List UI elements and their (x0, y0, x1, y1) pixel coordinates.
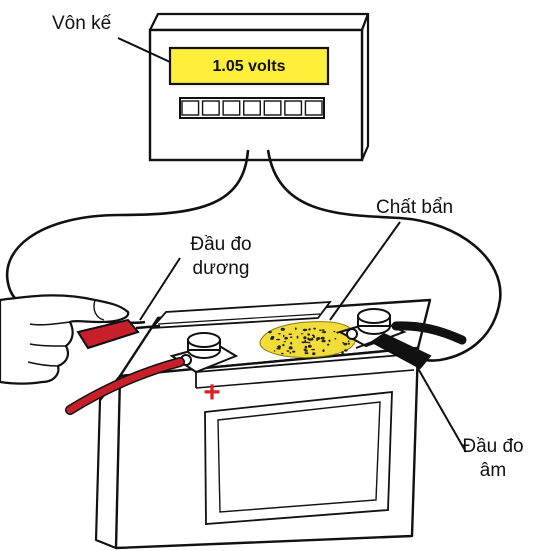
dirt-speck (288, 334, 292, 335)
voltmeter (150, 14, 368, 160)
dirt-speck (308, 342, 310, 344)
dirt-speck (305, 350, 308, 352)
dirt-speck (322, 340, 326, 343)
dirt-speck (274, 350, 276, 351)
dirt-speck (284, 337, 288, 340)
dirt-speck (304, 342, 308, 343)
dirt-speck (322, 329, 325, 331)
dirt-speck (290, 352, 292, 354)
voltmeter-keypad (180, 98, 324, 118)
keypad-button (203, 101, 220, 115)
dirt-speck (316, 338, 318, 341)
dirt-speck (287, 350, 290, 352)
dirt-speck (292, 351, 295, 353)
negative-probe-label: Đầu đo âm (453, 435, 533, 483)
voltmeter-reading: 1.05 volts (172, 52, 326, 82)
dirt-speck (278, 345, 281, 348)
dirt-speck (305, 352, 309, 354)
dirt-speck (284, 341, 286, 342)
dirt-speck (271, 336, 274, 339)
dirt-speck (308, 345, 312, 348)
dirt-speck (308, 338, 312, 341)
dirt-speck (305, 346, 308, 349)
dirt-speck (308, 328, 310, 330)
positive-probe-label: Đầu đo dương (176, 233, 266, 281)
dirt-speck (303, 329, 307, 331)
positive-probe-label-line2: dương (176, 257, 266, 281)
dirt-speck (322, 331, 325, 333)
dirt-speck (312, 335, 315, 337)
keypad-button (244, 101, 261, 115)
dirt-speck (276, 339, 280, 341)
dirt-speck (344, 349, 348, 351)
dirt-speck (348, 343, 351, 345)
dirt-speck (312, 352, 315, 355)
dirt-speck (303, 336, 306, 339)
dirt-speck (278, 333, 281, 334)
dirt-speck (348, 340, 350, 342)
positive-probe-label-line1: Đầu đo (176, 233, 266, 257)
dirt-speck (328, 340, 330, 342)
negative-probe-label-line2: âm (453, 459, 533, 483)
keypad-button (223, 101, 240, 115)
voltmeter-label: Vôn kế (52, 12, 111, 36)
negative-probe-label-line1: Đầu đo (453, 435, 533, 459)
dirt-speck (335, 338, 337, 340)
dirt-speck (319, 330, 322, 331)
dirt-speck (281, 353, 284, 355)
dirt-speck (322, 349, 324, 352)
dirt-speck (295, 327, 297, 330)
dirt-speck (307, 333, 310, 335)
dirt-speck (311, 349, 315, 350)
dirt-speck (268, 331, 272, 334)
dirt-speck (282, 344, 284, 347)
dirt-speck (297, 336, 299, 339)
keypad-button (182, 101, 199, 115)
dirt-speck (290, 342, 292, 345)
dirt-speck (321, 337, 325, 340)
dirt-speck (283, 335, 285, 337)
keypad-button (285, 101, 302, 115)
dirt-speck (281, 328, 283, 329)
dirt-speck (342, 342, 344, 344)
dirt-speck (290, 336, 292, 338)
dirt-speck (313, 328, 316, 330)
positive-symbol: + (203, 376, 221, 409)
dirt-speck (301, 333, 304, 334)
dirt-speck (289, 346, 293, 349)
dirt-speck (341, 351, 344, 354)
dirt-speck (327, 344, 329, 346)
dirt-speck (333, 331, 335, 332)
keypad-button (264, 101, 281, 115)
dirt-label: Chất bẩn (376, 196, 453, 220)
keypad-button (305, 101, 322, 115)
dirt-speck (343, 343, 347, 346)
